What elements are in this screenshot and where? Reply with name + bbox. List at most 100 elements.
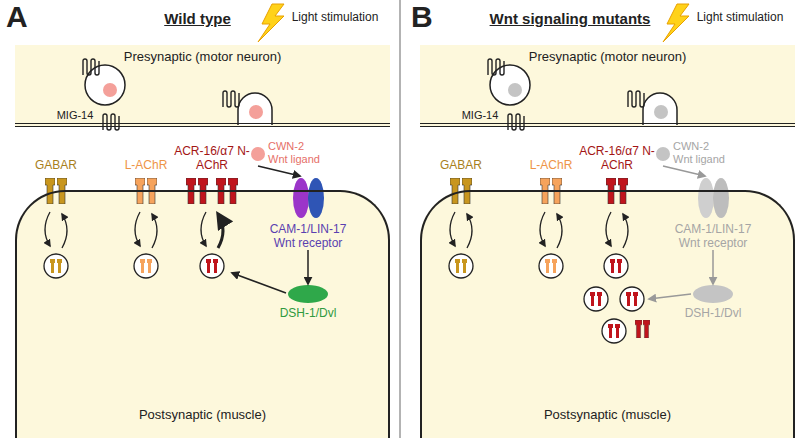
cell-grounds	[15, 190, 390, 438]
region-label: Presynaptic (motor neuron)	[15, 49, 390, 64]
recycling-arrows	[135, 212, 140, 246]
synaptic-vesicles	[488, 59, 504, 75]
part-label: GABAR	[431, 158, 491, 172]
synaptic-vesicles	[238, 93, 272, 125]
region-label: Postsynaptic (muscle)	[422, 407, 793, 422]
cell-grounds	[15, 45, 390, 438]
endocytic-vesicles	[44, 254, 224, 278]
synaptic-vesicles	[628, 91, 644, 107]
dsh-arrow	[232, 273, 286, 293]
endocytic-vesicles	[604, 254, 628, 278]
light-bolt	[663, 4, 689, 42]
receptor-node: CAM-1/LIN-17 Wnt receptor	[669, 176, 757, 250]
dsh-arrow	[649, 294, 691, 299]
recycling-arrows	[45, 212, 50, 246]
signal-arrow	[663, 166, 705, 176]
synaptic-vesicles	[83, 59, 99, 75]
receptors	[288, 285, 328, 303]
signal-arrow	[712, 250, 714, 284]
recycling-arrows	[450, 212, 455, 246]
part-label: ACR-16/α7 N-AChR	[577, 144, 657, 172]
figure-panel: BWnt signaling mutantsPresynaptic (motor…	[405, 0, 800, 438]
dsh-label: DSH-1/Dvl	[276, 306, 340, 320]
synaptic-vesicles	[656, 147, 670, 161]
endocytic-vesicles	[134, 254, 158, 278]
dsh-arrow	[232, 273, 286, 293]
panel-letter: A	[6, 0, 28, 34]
endocytic-vesicles	[584, 287, 608, 311]
recycling-arrows	[557, 214, 562, 248]
region-label: Postsynaptic (muscle)	[17, 407, 388, 422]
endocytic-vesicles	[620, 287, 644, 311]
signal-arrow	[258, 166, 300, 176]
receptors	[713, 178, 729, 218]
ligand-label: CWN-2 Wnt ligand	[673, 140, 729, 166]
dsh-node: DSH-1/Dvl	[276, 284, 340, 320]
divider-line	[399, 0, 401, 438]
postsynaptic-region: Postsynaptic (muscle) CAM-1/LIN-17 Wnt re…	[420, 190, 795, 438]
part-label: ACR-16/α7 N-AChR	[172, 144, 252, 172]
signal-arrow	[307, 250, 309, 284]
endocytic-vesicles	[635, 320, 642, 338]
cell-grounds	[420, 190, 795, 438]
recycling-arrows	[467, 214, 472, 248]
recycling-arrows	[606, 212, 611, 246]
receptor-label: CAM-1/LIN-17 Wnt receptor	[264, 222, 352, 250]
endocytic-vesicles	[44, 254, 68, 278]
dsh-node: DSH-1/Dvl	[681, 284, 745, 320]
recycling-arrows	[540, 212, 545, 246]
synaptic-vesicles	[508, 83, 522, 97]
synaptic-vesicles	[508, 114, 524, 130]
synaptic-vesicles	[223, 91, 239, 107]
synaptic-vesicles	[103, 114, 119, 130]
region-label: Presynaptic (motor neuron)	[420, 49, 795, 64]
wild-type-illustration	[0, 0, 395, 438]
endocytic-vesicles	[539, 254, 563, 278]
synaptic-vesicles	[654, 105, 668, 119]
part-label: Light stimulation	[283, 10, 387, 24]
part-label: MIG-14	[50, 108, 100, 122]
panel-letter: B	[411, 0, 433, 34]
light-bolt	[663, 4, 689, 42]
part-label: L-AChR	[521, 158, 581, 172]
receptors	[698, 178, 714, 218]
receptors	[308, 178, 324, 218]
ligand-label: CWN-2 Wnt ligand	[268, 140, 324, 166]
synaptic-vesicles	[103, 83, 117, 97]
recycling-arrows	[152, 214, 157, 248]
ligand-node: CWN-2 Wnt ligand	[250, 140, 324, 166]
synaptic-vesicles	[251, 147, 265, 161]
receptor-label: CAM-1/LIN-17 Wnt receptor	[669, 222, 757, 250]
figure-panel: AWild typePresynaptic (motor neuron)Post…	[0, 0, 395, 438]
dsh-arrow	[649, 294, 691, 299]
recycling-arrows	[218, 214, 223, 248]
synaptic-vesicles	[249, 105, 263, 119]
light-bolt	[258, 4, 284, 42]
part-label: MIG-14	[455, 108, 505, 122]
receptor-node: CAM-1/LIN-17 Wnt receptor	[264, 176, 352, 250]
endocytic-vesicles	[200, 254, 224, 278]
part-label: Light stimulation	[688, 10, 792, 24]
synaptic-vesicles	[643, 93, 677, 125]
receptors	[293, 178, 309, 218]
recycling-arrows	[45, 212, 223, 248]
endocytic-vesicles	[602, 319, 626, 343]
panel-title: Wnt signaling mutants	[420, 10, 720, 28]
endocytic-vesicles	[449, 254, 650, 343]
cell-grounds	[15, 45, 390, 127]
cell-grounds	[420, 45, 795, 438]
postsynaptic-region: Postsynaptic (muscle) CAM-1/LIN-17 Wnt re…	[15, 190, 390, 438]
light-bolt	[258, 4, 284, 42]
mutant-illustration	[405, 0, 800, 438]
recycling-arrows	[62, 214, 67, 248]
endocytic-vesicles	[643, 320, 650, 338]
endocytic-vesicles	[449, 254, 473, 278]
cell-grounds	[420, 45, 795, 127]
recycling-arrows	[201, 212, 206, 246]
dsh-label: DSH-1/Dvl	[681, 306, 745, 320]
receptors	[693, 285, 733, 303]
part-label: L-AChR	[116, 158, 176, 172]
ligand-node: CWN-2 Wnt ligand	[655, 140, 729, 166]
recycling-arrows	[623, 214, 628, 248]
